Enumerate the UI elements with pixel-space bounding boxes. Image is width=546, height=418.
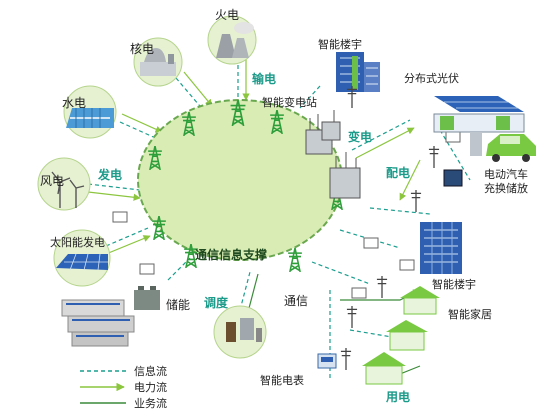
substation-link-label: 变电: [348, 130, 373, 144]
ev-storage-label: 充换储放: [484, 182, 528, 195]
smart-building-top-label: 智能楼宇: [318, 38, 362, 51]
hydro-dam-icon: [66, 108, 114, 128]
thermal-power-label: 火电: [215, 8, 240, 22]
smart-meter-icon: [317, 353, 337, 369]
legend-power-label: 电力流: [134, 381, 167, 394]
nuclear-power-label: 核电: [130, 42, 155, 56]
dispatch-center-icon: [226, 318, 262, 342]
legend-row-business: 业务流: [78, 394, 198, 410]
dispatch-label: 调度: [204, 296, 229, 310]
smart-home-label: 智能家居: [448, 308, 492, 321]
generation-label: 发电: [98, 168, 123, 182]
smart-substation-icon: [305, 110, 361, 199]
transmission-label: 输电: [252, 72, 277, 86]
nuclear-plant-bubble: [133, 37, 183, 87]
wind-power-bubble: [37, 157, 91, 211]
legend-row-info: 信息流: [78, 362, 198, 378]
wind-turbine-icon: [51, 171, 85, 208]
pole-icon: [376, 276, 388, 298]
dispatch-center-bubble: [213, 305, 267, 359]
pole-icon: [410, 190, 422, 212]
consumption-label: 用电: [386, 390, 411, 404]
thermal-plant-bubble: [207, 15, 257, 65]
distribution-label: 配电: [386, 166, 411, 180]
smart-building-right-label: 智能楼宇: [432, 278, 476, 291]
pole-icon: [346, 306, 358, 328]
solar-power-label: 太阳能发电: [50, 236, 105, 249]
storage-facility-icon: [61, 299, 135, 347]
solar-panel-icon: [56, 253, 108, 271]
grid-center-label: 通信信息支撑: [195, 248, 268, 262]
smart-home-icons: [362, 286, 440, 385]
solar-power-bubble: [53, 229, 111, 287]
hydro-dam-bubble: [63, 85, 117, 139]
legend-business-label: 业务流: [134, 397, 167, 410]
storage-battery-icon: [134, 286, 160, 310]
legend-info-label: 信息流: [134, 365, 167, 378]
legend: 信息流 电力流 业务流: [78, 362, 198, 410]
smart-building-top-icon: [336, 52, 380, 92]
grid-circle: [137, 99, 343, 261]
legend-row-power: 电力流: [78, 378, 198, 394]
controller-box-icons: [112, 131, 461, 299]
pole-icon: [346, 86, 358, 108]
distributed-pv-label: 分布式光伏: [404, 72, 459, 85]
storage-label: 储能: [166, 298, 191, 312]
pole-icon: [340, 348, 352, 370]
hydro-power-label: 水电: [62, 96, 87, 110]
smart-meter-label: 智能电表: [260, 374, 304, 387]
nuclear-plant-icon: [140, 48, 176, 76]
smart-substation-label: 智能变电站: [262, 96, 317, 109]
ev-label: 电动汽车: [484, 168, 528, 181]
distribution-box-icon: [443, 169, 463, 187]
pole-icon: [428, 146, 440, 168]
distributed-pv-icon: [433, 96, 525, 133]
legend-symbols: [80, 370, 126, 404]
communication-label: 通信: [284, 294, 309, 308]
wind-power-label: 风电: [40, 174, 65, 188]
thermal-plant-icon: [216, 22, 254, 58]
smart-building-right-icon: [420, 222, 462, 274]
electric-car-icon: [470, 132, 536, 162]
